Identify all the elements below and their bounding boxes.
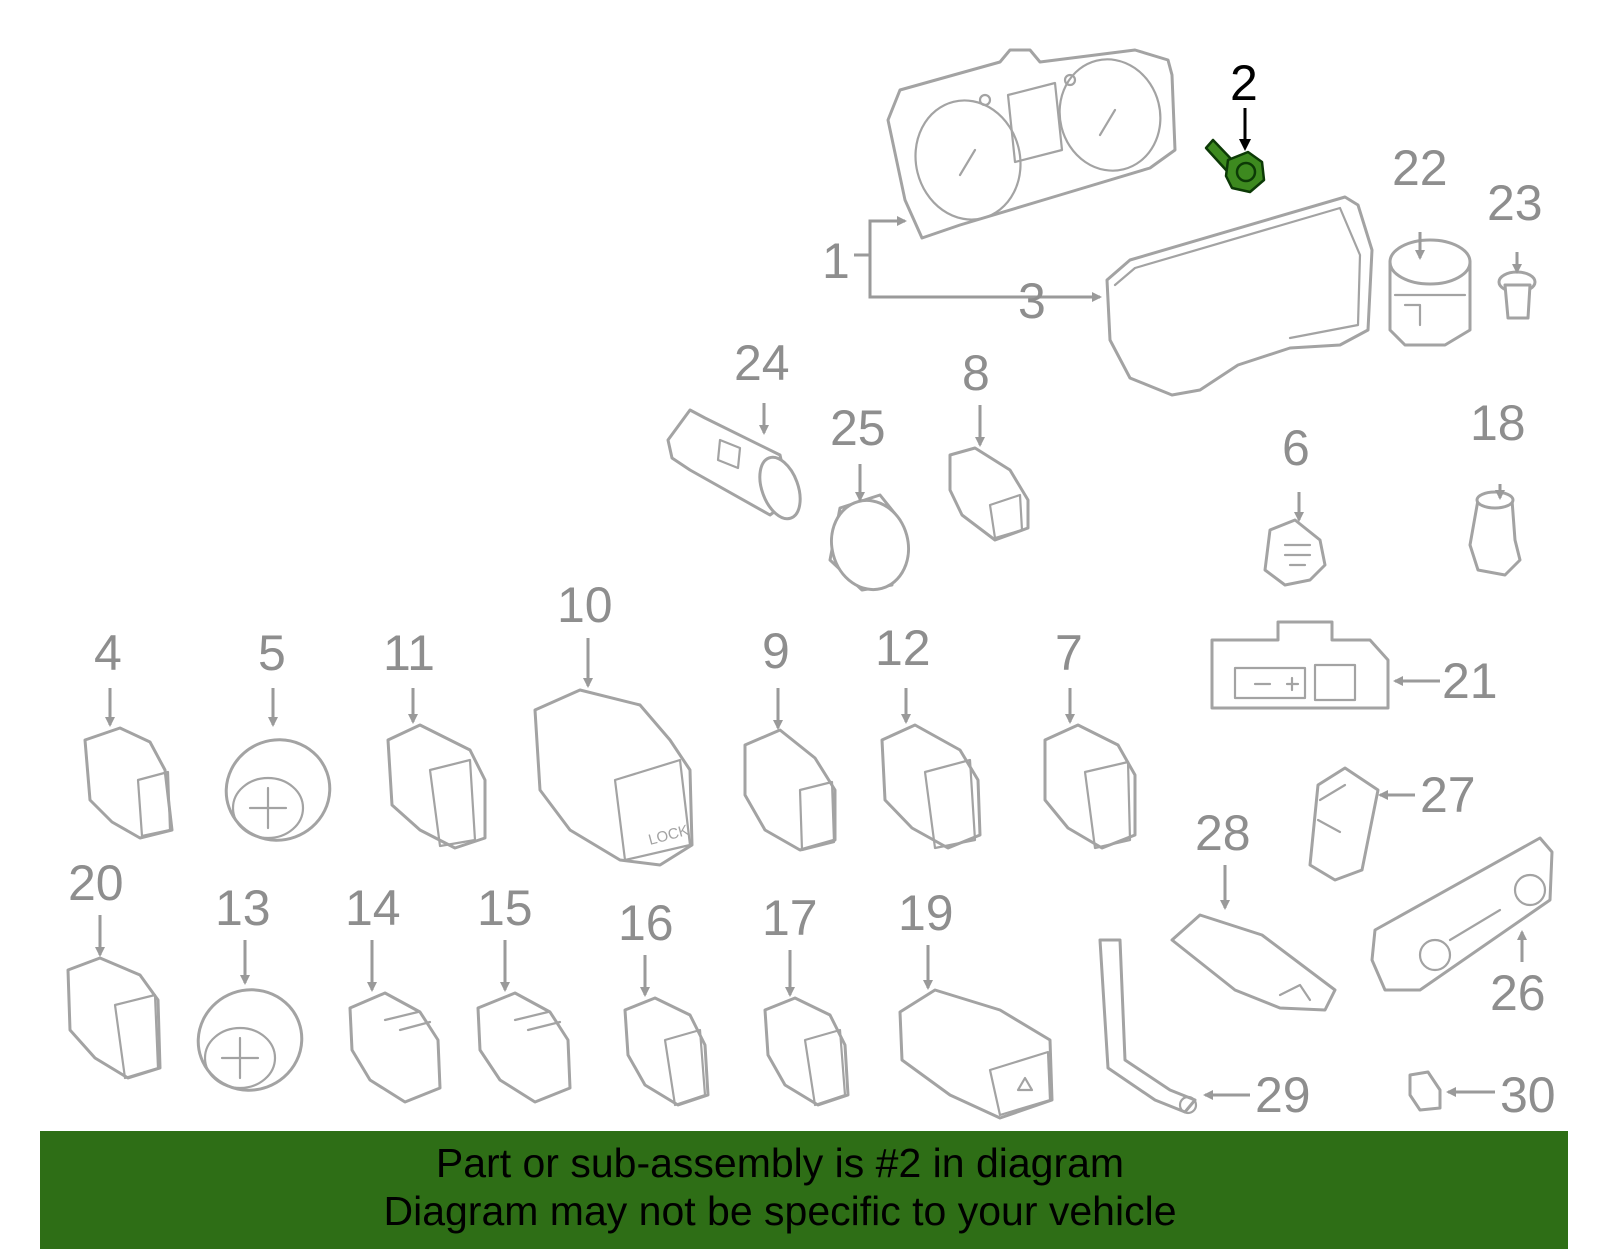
part-20-switch[interactable]	[66, 956, 162, 1080]
banner-line-disclaimer: Diagram may not be specific to your vehi…	[383, 1188, 1177, 1234]
part-14-switch[interactable]	[348, 991, 442, 1104]
label-18: 18	[1470, 395, 1526, 451]
label-23: 23	[1487, 175, 1543, 231]
part-19-hazard-switch[interactable]	[898, 988, 1054, 1120]
part-9-switch[interactable]	[743, 728, 837, 852]
part-15-switch[interactable]	[476, 991, 572, 1104]
label-5: 5	[258, 625, 286, 681]
label-14: 14	[345, 880, 401, 936]
part-3-cluster-lens[interactable]	[1105, 195, 1374, 397]
label-19: 19	[898, 885, 954, 941]
label-12: 12	[875, 620, 931, 676]
label-21: 21	[1442, 653, 1498, 709]
label-9: 9	[762, 623, 790, 679]
part-17-switch[interactable]	[763, 996, 850, 1107]
label-6: 6	[1282, 420, 1310, 476]
label-13: 13	[215, 880, 271, 936]
part-24-power-socket[interactable]	[666, 408, 808, 524]
label-26: 26	[1490, 965, 1546, 1021]
leader-lines	[95, 108, 1527, 1100]
part-1-instrument-cluster[interactable]	[886, 48, 1177, 240]
part-22-switch[interactable]	[1388, 238, 1472, 347]
part-6-sensor[interactable]	[1263, 518, 1327, 587]
part-21-control-panel[interactable]	[1210, 620, 1390, 710]
label-2: 2	[1230, 55, 1258, 111]
part-11-switch[interactable]	[386, 723, 487, 850]
part-7-switch[interactable]	[1043, 723, 1137, 850]
part-2-bolt[interactable]	[1204, 138, 1266, 194]
part-16-switch[interactable]	[623, 996, 710, 1107]
label-25: 25	[830, 400, 886, 456]
label-24: 24	[734, 335, 790, 391]
label-27: 27	[1420, 767, 1476, 823]
part-26-climate-control[interactable]	[1370, 836, 1554, 992]
callout-labels: 1 2 3 4 5 6 7 8 9 10 11 12 13 14 15 16 1…	[68, 55, 1556, 1123]
label-11: 11	[383, 625, 435, 681]
label-3: 3	[1018, 273, 1046, 329]
part-30-clip[interactable]	[1408, 1070, 1442, 1112]
label-22: 22	[1392, 140, 1448, 196]
part-28-bracket[interactable]	[1170, 913, 1337, 1012]
label-29: 29	[1255, 1067, 1311, 1123]
label-7: 7	[1055, 625, 1083, 681]
part-12-switch[interactable]	[880, 723, 982, 850]
part-4-switch[interactable]	[83, 726, 174, 840]
label-17: 17	[762, 890, 818, 946]
part-27-module[interactable]	[1308, 766, 1380, 882]
part-10-switch[interactable]: LOCK	[533, 688, 694, 867]
part-13-knob[interactable]	[184, 975, 316, 1105]
banner-line-part: Part or sub-assembly is #2 in diagram	[435, 1140, 1125, 1186]
label-20: 20	[68, 855, 124, 911]
label-30: 30	[1500, 1067, 1556, 1123]
label-10: 10	[557, 577, 613, 633]
label-1: 1	[822, 233, 850, 289]
part-8-switch[interactable]	[948, 446, 1030, 542]
label-28: 28	[1195, 805, 1251, 861]
label-16: 16	[618, 895, 674, 951]
label-15: 15	[477, 880, 533, 936]
label-4: 4	[94, 625, 122, 681]
info-banner: Part or sub-assembly is #2 in diagram Di…	[40, 1131, 1568, 1249]
part-23-clip[interactable]	[1497, 270, 1537, 320]
part-29-sensor-wire[interactable]	[1098, 938, 1198, 1115]
part-25-knob[interactable]	[822, 492, 919, 599]
label-8: 8	[962, 345, 990, 401]
part-18-switch[interactable]	[1468, 490, 1522, 577]
part-5-knob[interactable]	[212, 725, 344, 855]
